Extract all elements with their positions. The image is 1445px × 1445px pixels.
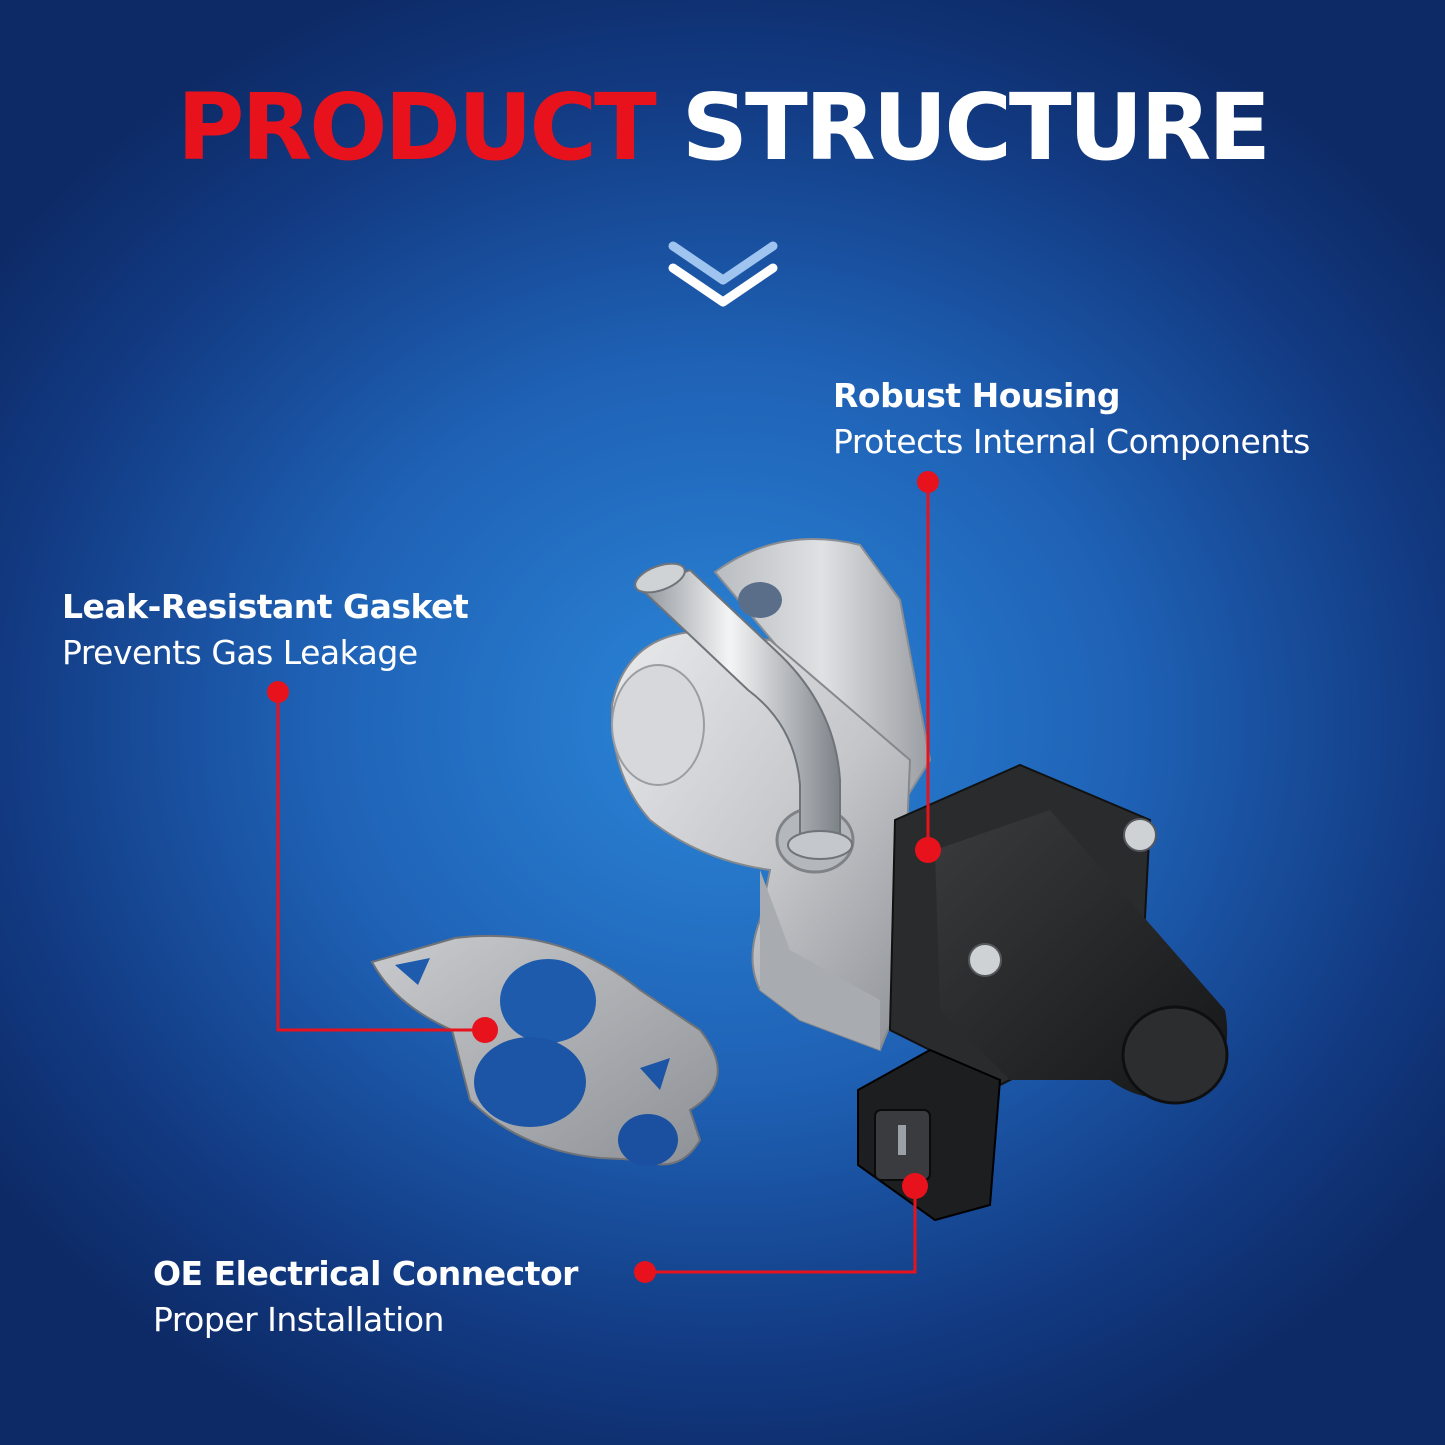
callout-connector-title: OE Electrical Connector [153,1254,578,1293]
callout-leaders [276,482,930,1274]
red-dot-icon [472,1017,498,1043]
red-dot-icon [915,837,941,863]
valve-housing [610,538,932,1052]
callout-gasket-subtitle: Prevents Gas Leakage [62,633,418,672]
callout-housing-title: Robust Housing [833,376,1120,415]
callout-housing-subtitle: Protects Internal Components [833,422,1310,461]
red-dot-icon [267,681,289,703]
double-chevron-down-icon [668,241,778,307]
callout-markers [267,471,941,1283]
callout-housing: Robust Housing Protects Internal Compone… [833,374,1310,466]
red-dot-icon [902,1173,928,1199]
gasket [370,934,719,1166]
callout-connector-subtitle: Proper Installation [153,1300,444,1339]
actuator [888,763,1229,1105]
red-dot-icon [634,1261,656,1283]
callout-connector: OE Electrical Connector Proper Installat… [153,1252,578,1344]
red-dot-icon [917,471,939,493]
title-word-white: STRUCTURE [681,74,1271,181]
callout-gasket: Leak-Resistant Gasket Prevents Gas Leaka… [62,585,469,677]
title-word-red: PRODUCT [176,74,657,181]
callout-gasket-title: Leak-Resistant Gasket [62,587,469,626]
electrical-connector [857,1048,1002,1222]
vacuum-pipe [634,562,853,860]
